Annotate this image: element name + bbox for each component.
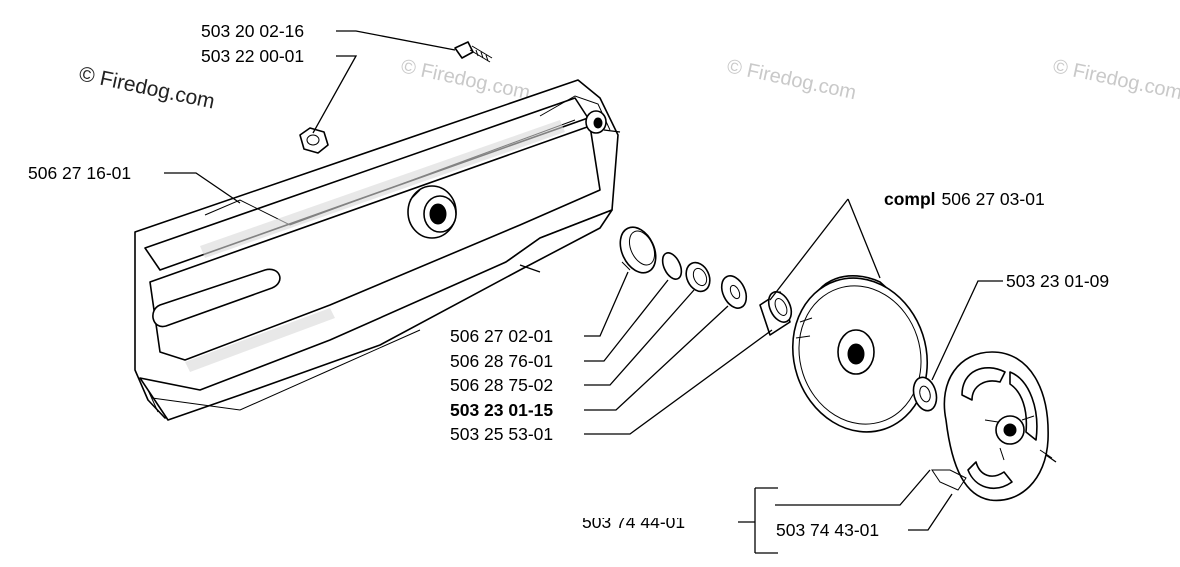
- label-cap: 506 27 02-01: [450, 326, 553, 346]
- watermark-faint-3: © Firedog.com: [1051, 55, 1180, 104]
- label-clutch: 503 74 43-01: [776, 520, 879, 540]
- label-drum-compl-prefix: compl: [884, 189, 936, 209]
- label-spacer: 506 28 75-02: [450, 375, 553, 395]
- washer-right-part: [912, 376, 938, 412]
- nut-part: [299, 127, 329, 154]
- washer-part: [720, 275, 748, 309]
- label-nut: 503 22 00-01: [201, 46, 304, 66]
- label-washer-bold: 503 23 01-15: [450, 400, 553, 420]
- clutch-part: [931, 351, 1053, 502]
- watermark-faint-1: © Firedog.com: [399, 55, 532, 104]
- watermark-primary: © Firedog.com: [77, 62, 217, 113]
- label-clutch-cover: 506 27 16-01: [28, 163, 131, 183]
- ring-part: [661, 252, 683, 280]
- screw-part: [454, 41, 493, 63]
- spacer-part: [685, 261, 711, 293]
- label-washer-right: 503 23 01-09: [1006, 271, 1109, 291]
- label-needle-bearing: 503 25 53-01: [450, 424, 553, 444]
- label-screw: 503 20 02-16: [201, 21, 304, 41]
- needle-bearing-part: [759, 291, 793, 336]
- label-drum-compl: compl 506 27 03-01: [884, 189, 1045, 209]
- label-clutch-compl-mask: [578, 507, 738, 518]
- label-drum-compl-number: 506 27 03-01: [942, 189, 1045, 209]
- clutch-drum-part: [791, 275, 929, 433]
- cap-part: [619, 226, 657, 274]
- leader-lines: [164, 30, 1057, 554]
- clutch-cover-part: [134, 79, 619, 421]
- watermark-faint-2: © Firedog.com: [725, 55, 858, 104]
- label-ring: 506 28 76-01: [450, 351, 553, 371]
